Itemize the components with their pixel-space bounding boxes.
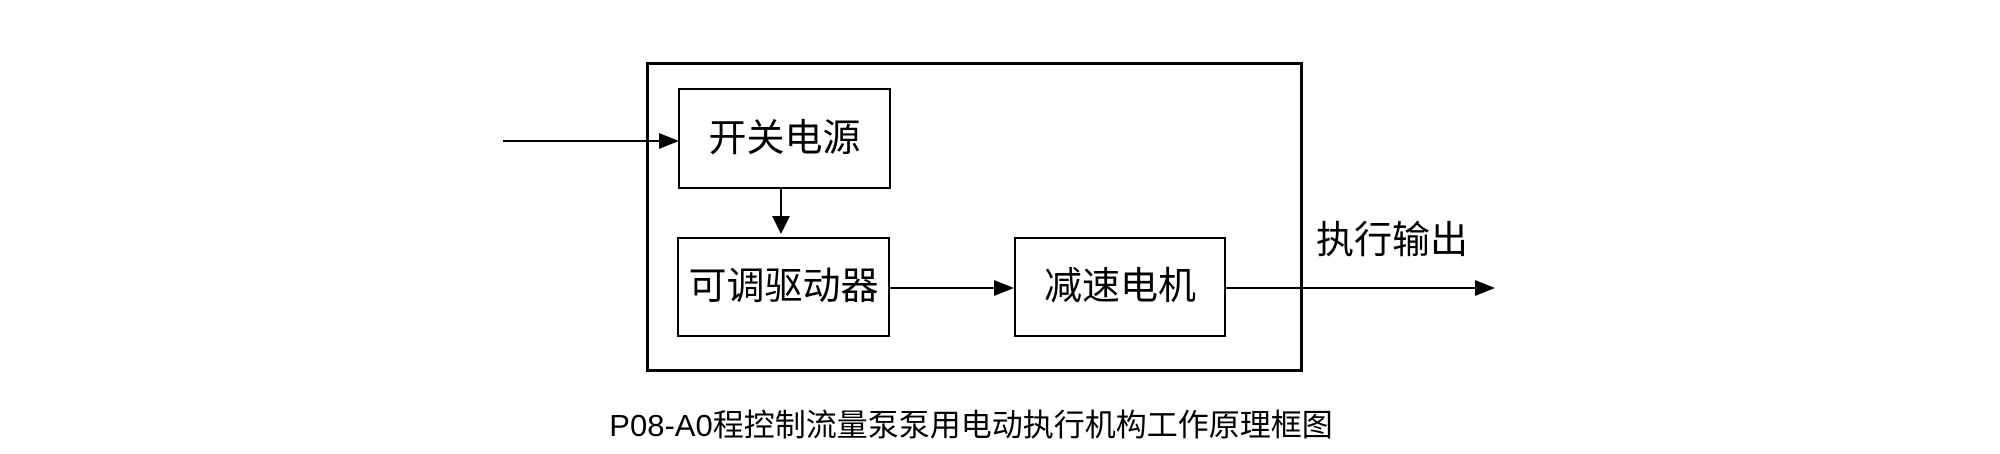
node-switching-power-supply: 开关电源 [678,88,891,189]
node-gear-motor: 减速电机 [1014,237,1226,337]
driver-to-motor-arrow-line [890,287,994,289]
node-label: 可调驱动器 [688,266,879,308]
arrowhead-right-icon [1475,280,1495,296]
system-boundary-frame [646,62,1303,372]
arrowhead-right-icon [659,133,679,149]
output-label: 执行输出 [1316,220,1469,262]
power-to-driver-arrow-line [780,189,782,217]
node-adjustable-driver: 可调驱动器 [677,237,890,337]
arrowhead-down-icon [772,216,790,234]
node-label: 减速电机 [1043,266,1196,308]
output-arrow-line [1226,287,1475,289]
input-arrow-line [503,140,659,142]
figure-caption: P08-A0程控制流量泵泵用电动执行机构工作原理框图 [609,408,1333,443]
arrowhead-right-icon [994,280,1014,296]
node-label: 开关电源 [708,117,861,160]
